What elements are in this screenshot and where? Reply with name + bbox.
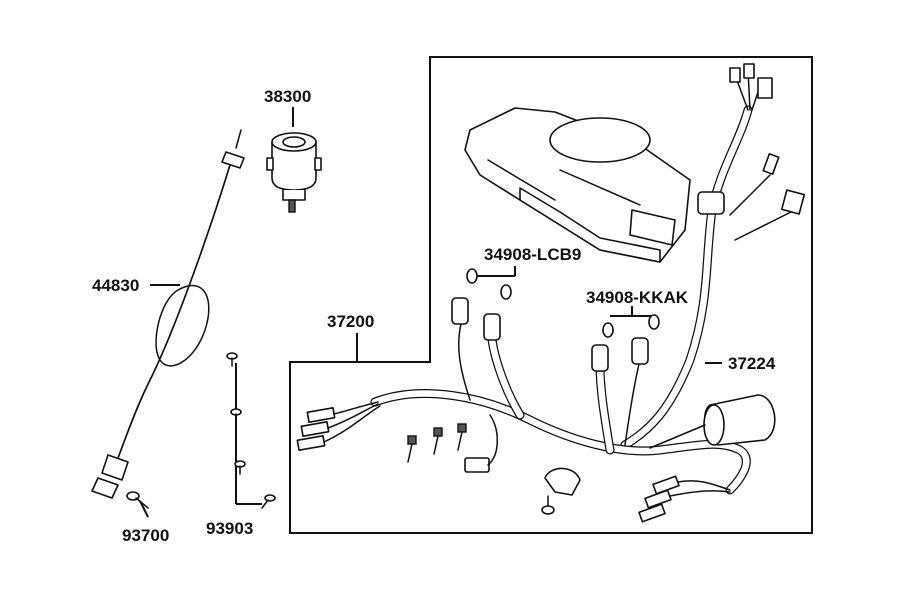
- screw-93700-icon: [126, 491, 149, 509]
- callout-38300: 38300: [264, 87, 311, 106]
- wire-harness-icon: [296, 268, 776, 523]
- ignition-switch-icon: [266, 132, 322, 213]
- meter-harness-icon: [620, 63, 806, 450]
- assembly-frame: [289, 56, 813, 534]
- screw-set-93903-icon: [226, 352, 276, 509]
- callout-93700: 93700: [122, 526, 169, 545]
- speedometer-cable-icon: [91, 129, 245, 499]
- meter-housing-icon: [464, 107, 691, 263]
- callout-93903: 93903: [206, 519, 253, 538]
- callout-34908-kkak: 34908-KKAK: [586, 288, 689, 307]
- callout-34908-lcb9: 34908-LCB9: [484, 245, 581, 264]
- callout-37200: 37200: [327, 312, 374, 331]
- callout-44830: 44830: [92, 276, 139, 295]
- leader-lines: [139, 107, 722, 518]
- callout-37224: 37224: [728, 354, 776, 373]
